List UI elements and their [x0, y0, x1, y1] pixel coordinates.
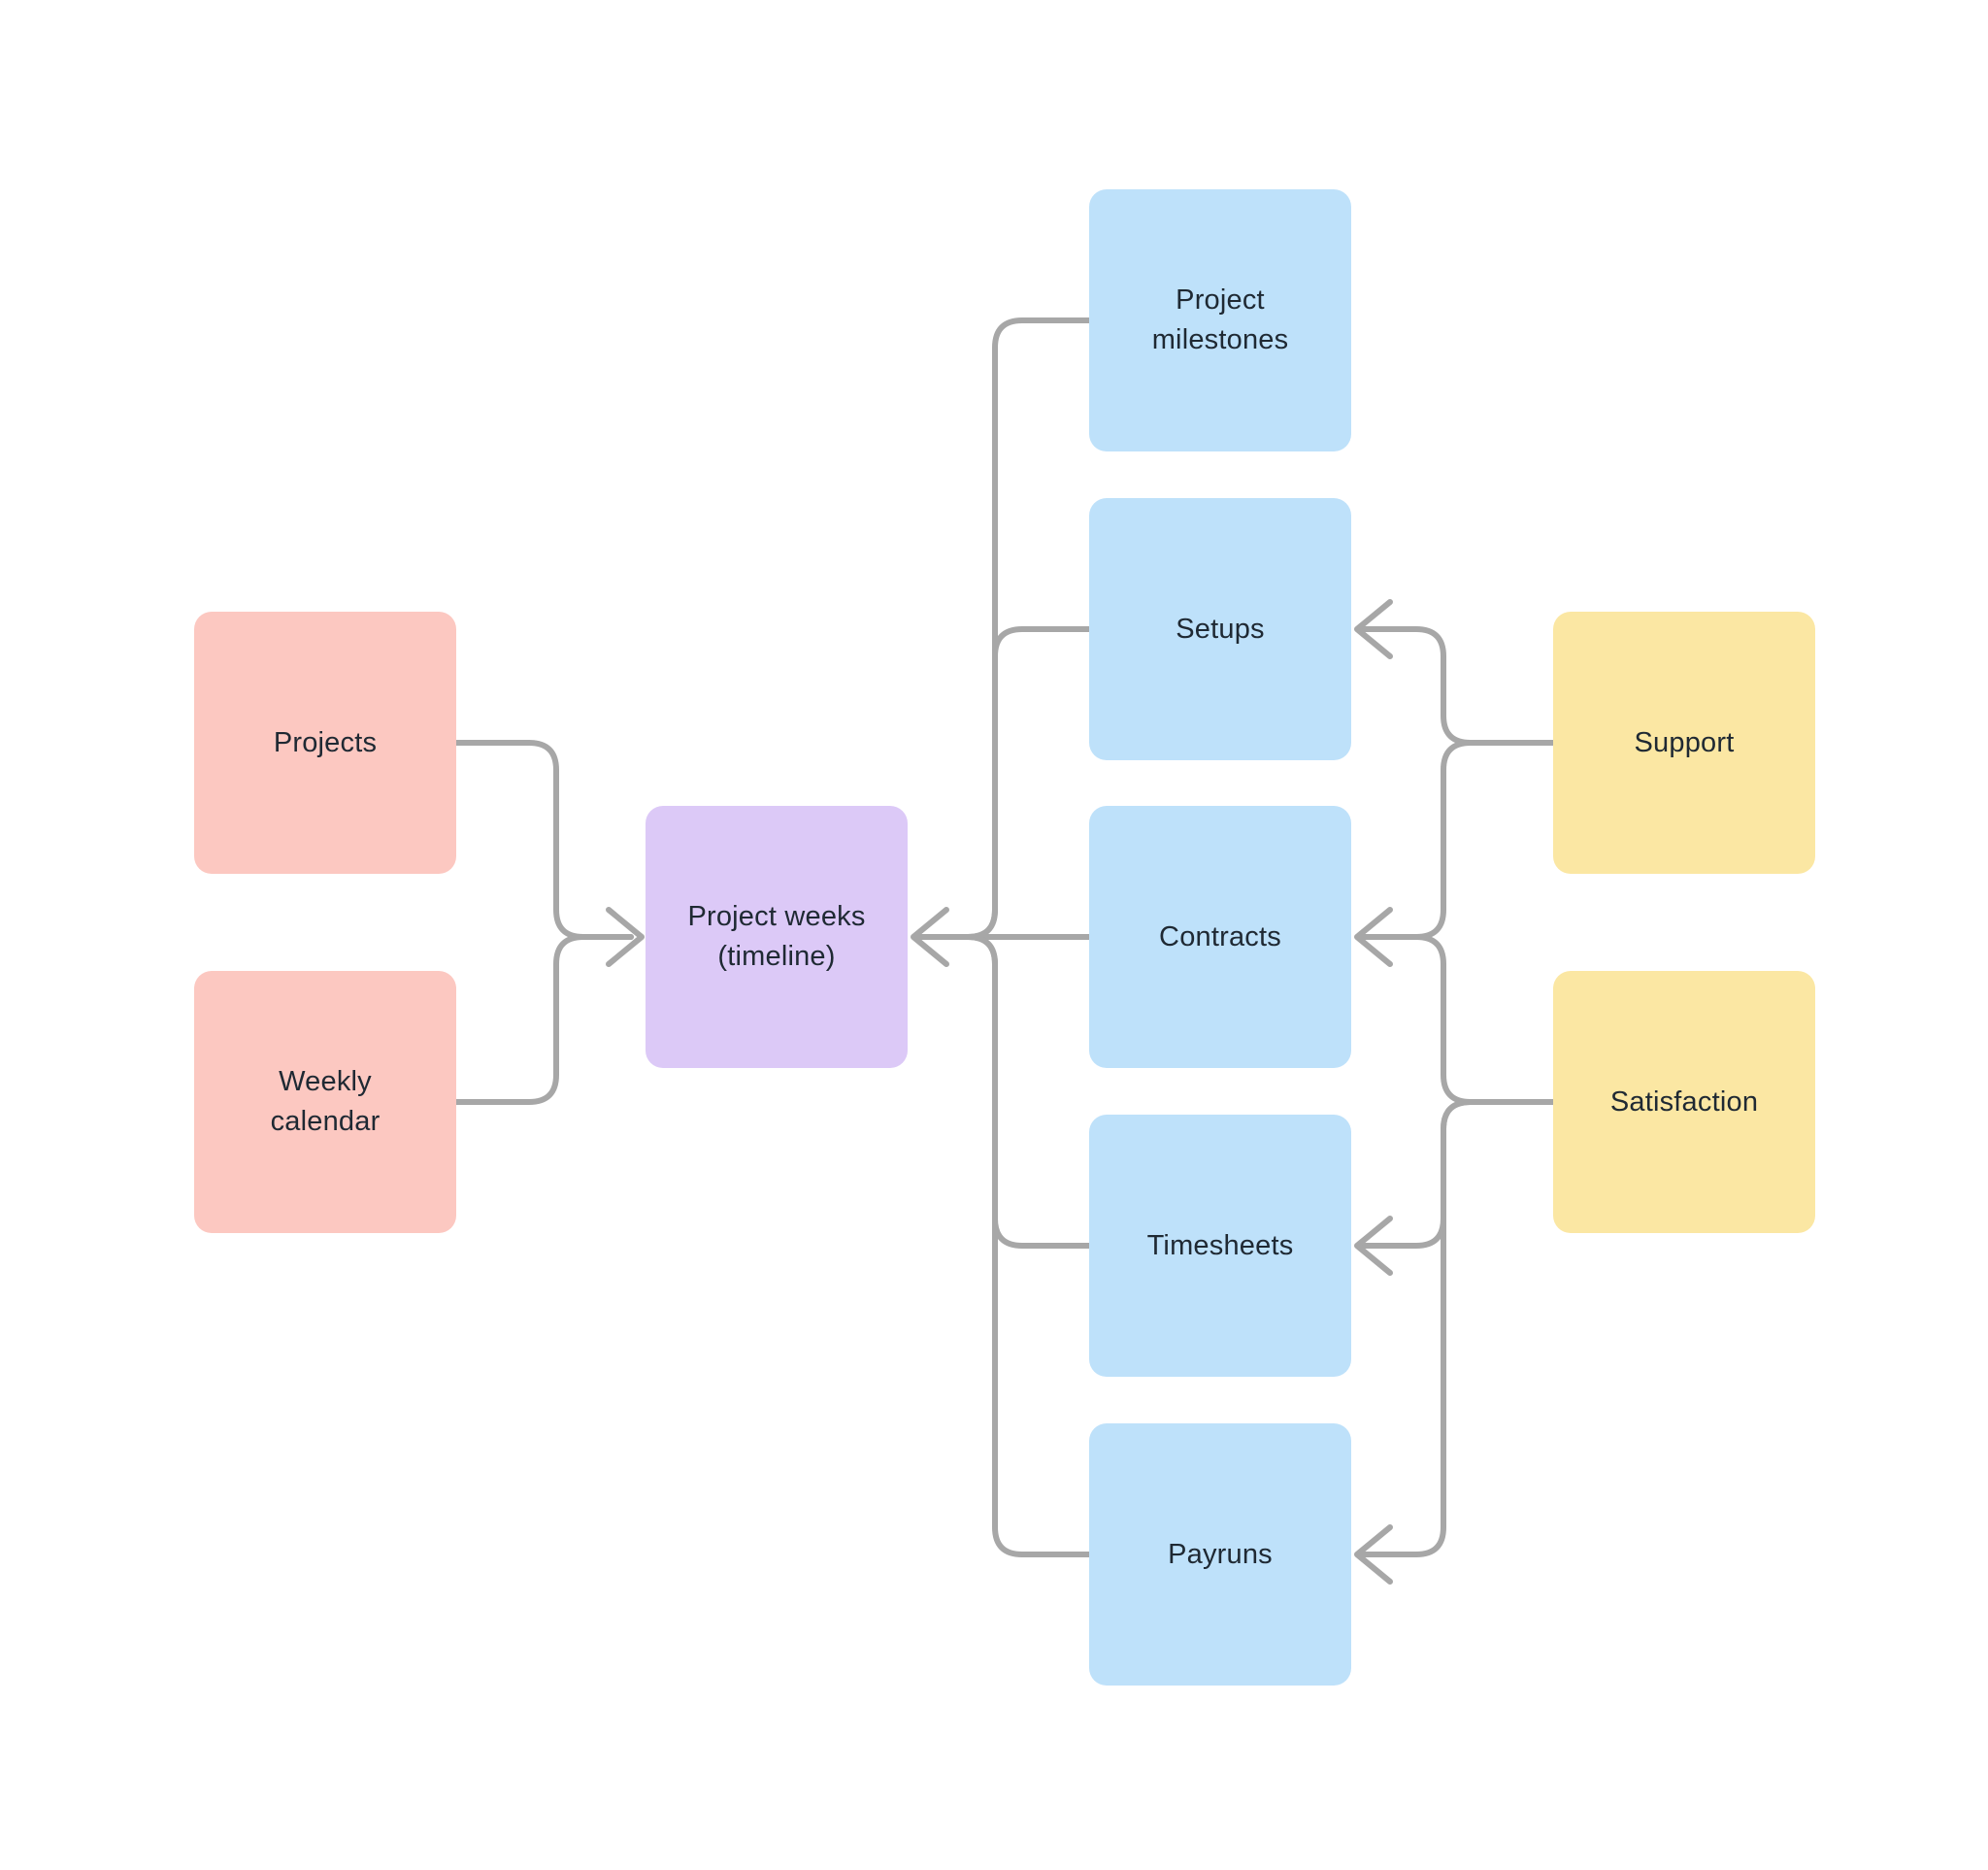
node-project-milestones[interactable]: Project milestones	[1089, 189, 1351, 451]
arrowhead-into-payruns	[1354, 1524, 1393, 1585]
edge-setups-to-project-weeks	[917, 626, 1092, 940]
node-payruns-label: Payruns	[1168, 1538, 1273, 1570]
node-timesheets-label: Timesheets	[1146, 1229, 1294, 1261]
node-timesheets[interactable]: Timesheets	[1089, 1115, 1351, 1377]
arrowhead-into-setups	[1354, 599, 1393, 659]
edge-support-to-setups	[1360, 626, 1556, 746]
arrowhead-into-project-weeks-right	[911, 907, 949, 967]
node-weekly-calendar[interactable]: Weekly calendar	[194, 971, 456, 1233]
node-contracts-label: Contracts	[1159, 920, 1281, 952]
node-project-weeks-label: Project weeks (timeline)	[687, 901, 866, 972]
edge-projects-to-project-weeks	[453, 740, 634, 940]
node-weekly-calendar-label: Weekly calendar	[270, 1066, 381, 1137]
edge-satisfaction-to-timesheets	[1360, 1099, 1556, 1249]
node-contracts[interactable]: Contracts	[1089, 806, 1351, 1068]
edge-timesheets-to-project-weeks	[917, 934, 1092, 1249]
node-support-label: Support	[1634, 726, 1735, 758]
edge-satisfaction-to-payruns	[1360, 1099, 1556, 1557]
node-setups[interactable]: Setups	[1089, 498, 1351, 760]
arrowhead-into-project-weeks-left	[606, 907, 645, 967]
arrowhead-into-timesheets	[1354, 1216, 1393, 1276]
node-satisfaction-label: Satisfaction	[1609, 1085, 1759, 1118]
edge-group	[453, 317, 1556, 1585]
node-project-weeks[interactable]: Project weeks (timeline)	[646, 806, 908, 1068]
node-payruns[interactable]: Payruns	[1089, 1423, 1351, 1686]
edge-payruns-to-project-weeks	[917, 934, 1092, 1557]
node-setups-label: Setups	[1176, 613, 1265, 645]
node-support[interactable]: Support	[1553, 612, 1815, 874]
node-project-milestones-label: Project milestones	[1151, 284, 1289, 355]
node-projects[interactable]: Projects	[194, 612, 456, 874]
edge-weekly-calendar-to-project-weeks	[453, 934, 634, 1105]
arrowhead-into-contracts	[1354, 907, 1393, 967]
node-projects-label: Projects	[273, 726, 378, 758]
node-satisfaction[interactable]: Satisfaction	[1553, 971, 1815, 1233]
